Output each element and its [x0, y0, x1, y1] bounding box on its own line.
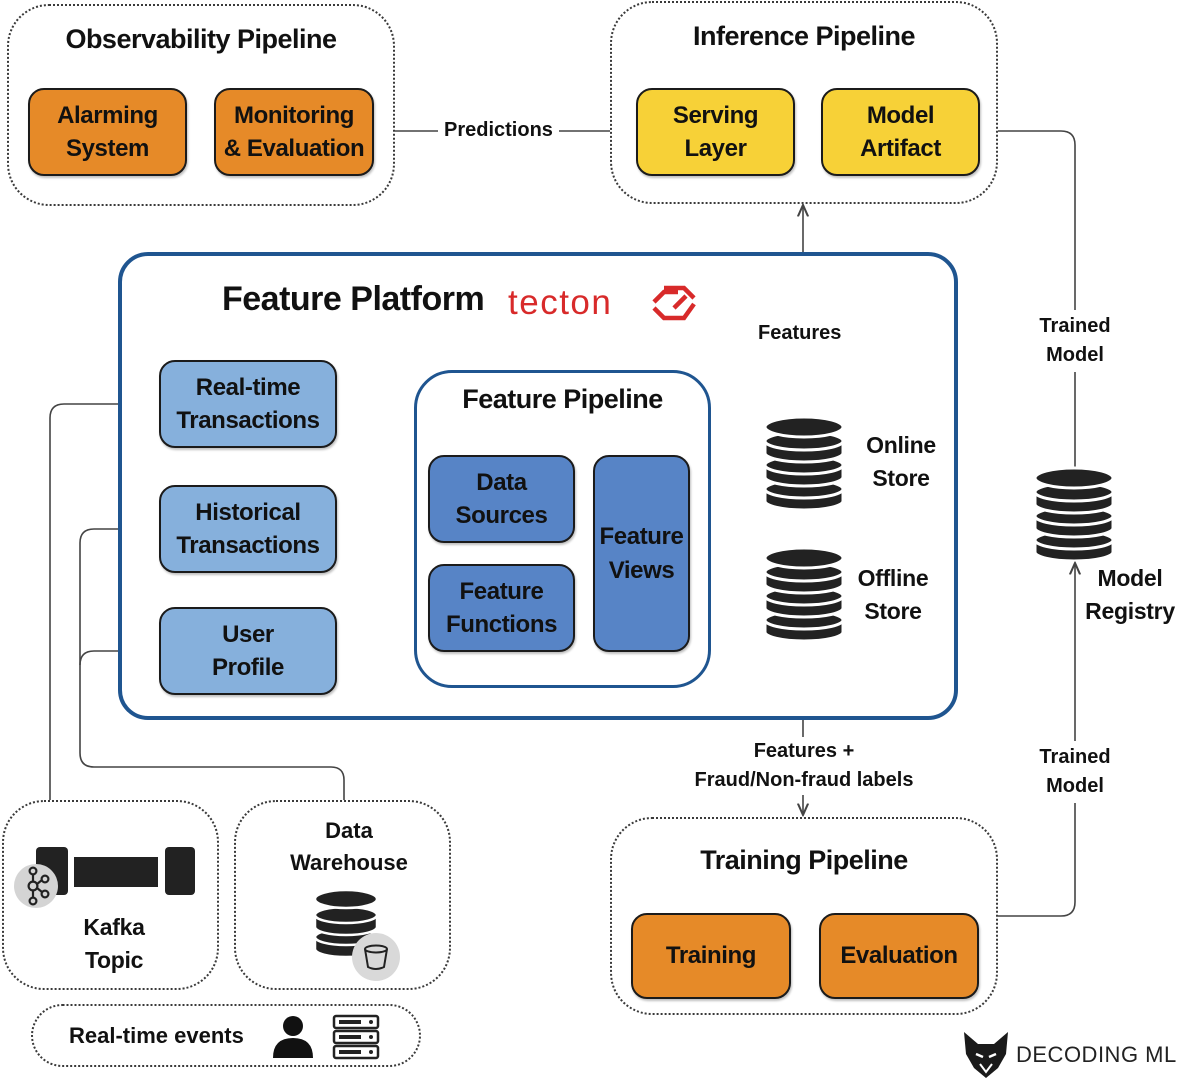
historical-transactions-box: Historical Transactions — [159, 485, 337, 573]
alarming-system-box: Alarming System — [28, 88, 187, 176]
online-store-database-icon — [763, 415, 845, 509]
training-box: Training — [631, 913, 791, 999]
data-sources-box: Data Sources — [428, 455, 575, 543]
monitoring-evaluation-box: Monitoring & Evaluation — [214, 88, 374, 176]
model-registry-database-icon — [1033, 466, 1115, 560]
observability-pipeline-title: Observability Pipeline — [65, 24, 337, 54]
decoding-ml-watermark: DECODING ML — [1016, 1042, 1177, 1067]
realtime-events-label: Real-time events — [69, 1023, 244, 1048]
user-icon — [273, 1016, 313, 1058]
training-to-registry-arrow — [998, 563, 1075, 917]
tecton-mark-icon — [652, 285, 696, 321]
tecton-wordmark: tecton — [508, 283, 612, 322]
data-warehouse-label: Data Warehouse — [290, 818, 408, 875]
tecton-logo: tecton — [508, 283, 696, 322]
warehouse-to-profile — [79, 651, 159, 666]
bucket-icon — [364, 944, 388, 970]
feature-platform-title: Feature Platform — [222, 280, 485, 318]
features-label: Features — [752, 319, 848, 348]
features-labels-label: Features + Fraud/Non-fraud labels — [673, 737, 935, 795]
kafka-to-realtime — [49, 404, 159, 800]
offline-store-label: Offline Store — [857, 565, 929, 624]
kafka-logo-icon — [27, 866, 50, 906]
training-pipeline-title: Training Pipeline — [700, 845, 908, 875]
feature-pipeline-title: Feature Pipeline — [462, 384, 663, 414]
serving-layer-box: Serving Layer — [636, 88, 795, 176]
feature-functions-box: Feature Functions — [428, 564, 575, 652]
inference-pipeline-group: Inference Pipeline Serving Layer Model A… — [610, 1, 998, 204]
inference-pipeline-title: Inference Pipeline — [692, 21, 916, 51]
user-profile-box: User Profile — [159, 607, 337, 695]
data-warehouse-group — [234, 800, 451, 990]
predictions-label: Predictions — [438, 116, 559, 145]
kafka-pipe-icon — [14, 847, 195, 908]
trained-model-bottom-label: Trained Model — [1026, 741, 1124, 803]
offline-store-database-icon — [763, 546, 845, 640]
kafka-topic-label: Kafka Topic — [83, 914, 145, 973]
training-pipeline-group: Training Pipeline Training Evaluation — [610, 817, 998, 1015]
realtime-transactions-box: Real-time Transactions — [159, 360, 337, 448]
online-store-label: Online Store — [866, 432, 936, 491]
wolf-logo-icon — [964, 1032, 1008, 1078]
trained-model-top-label: Trained Model — [1026, 310, 1124, 372]
model-artifact-box: Model Artifact — [821, 88, 980, 176]
registry-to-artifact-arrow — [983, 131, 1076, 470]
observability-pipeline-group: Observability Pipeline Alarming System M… — [7, 4, 395, 206]
warehouse-database-icon — [313, 888, 400, 981]
model-registry-label: Model Registry — [1085, 565, 1175, 624]
warehouse-to-historical — [79, 529, 345, 800]
server-icon — [332, 1014, 380, 1060]
feature-views-box: Feature Views — [593, 455, 690, 652]
evaluation-box: Evaluation — [819, 913, 979, 999]
